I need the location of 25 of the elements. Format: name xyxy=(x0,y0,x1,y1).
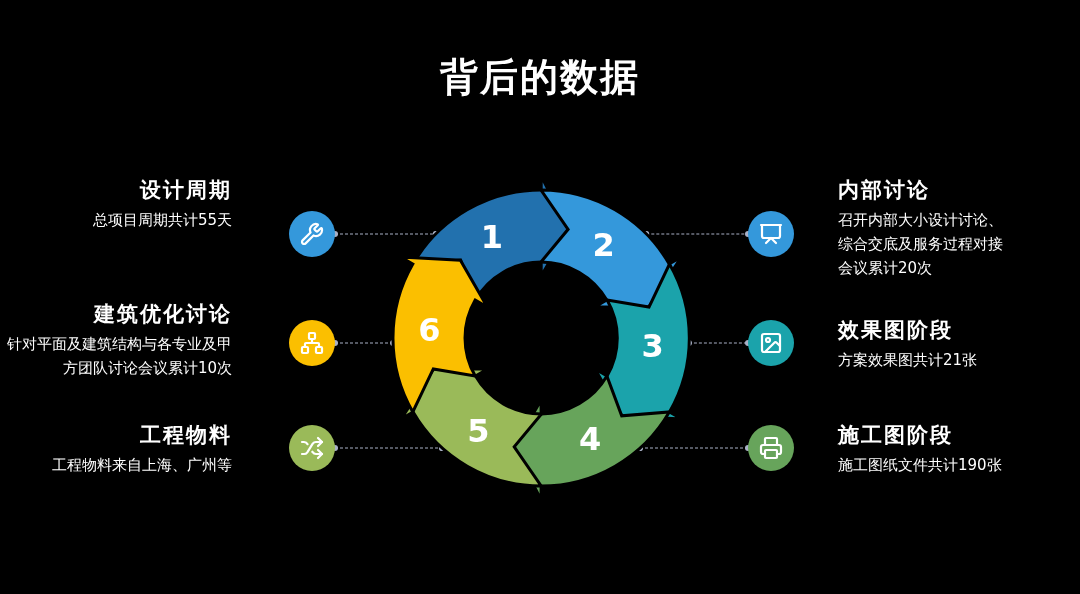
step-heading: 内部讨论 xyxy=(838,177,931,204)
step-heading: 施工图阶段 xyxy=(838,422,954,449)
step-number: 3 xyxy=(641,329,664,362)
step-description: 总项目周期共计55天 xyxy=(91,210,232,231)
step-number: 6 xyxy=(418,314,441,347)
step-description: 召开内部大小设计讨论、综合交底及服务过程对接会议累计20次 xyxy=(838,210,1004,279)
icon-circle xyxy=(748,211,794,257)
step-number: 5 xyxy=(467,414,490,447)
icon-circle xyxy=(289,211,335,257)
step-number: 1 xyxy=(480,221,503,254)
step-heading: 建筑优化讨论 xyxy=(92,301,232,328)
icon-circle xyxy=(748,425,794,471)
step-number: 2 xyxy=(592,229,615,262)
step-description: 施工图纸文件共计190张 xyxy=(838,455,1003,476)
icon-circle xyxy=(748,320,794,366)
icon-circle xyxy=(289,425,335,471)
step-description: 针对平面及建筑结构与各专业及甲方团队讨论会议累计10次 xyxy=(6,334,232,379)
step-heading: 效果图阶段 xyxy=(838,317,954,344)
step-description: 方案效果图共计21张 xyxy=(838,350,979,371)
step-heading: 工程物料 xyxy=(139,422,232,449)
step-description: 工程物料来自上海、广州等 xyxy=(51,455,232,476)
icon-circle xyxy=(289,320,335,366)
step-number: 4 xyxy=(578,422,602,455)
title: 背后的数据 xyxy=(439,54,641,101)
step-heading: 设计周期 xyxy=(138,177,232,204)
